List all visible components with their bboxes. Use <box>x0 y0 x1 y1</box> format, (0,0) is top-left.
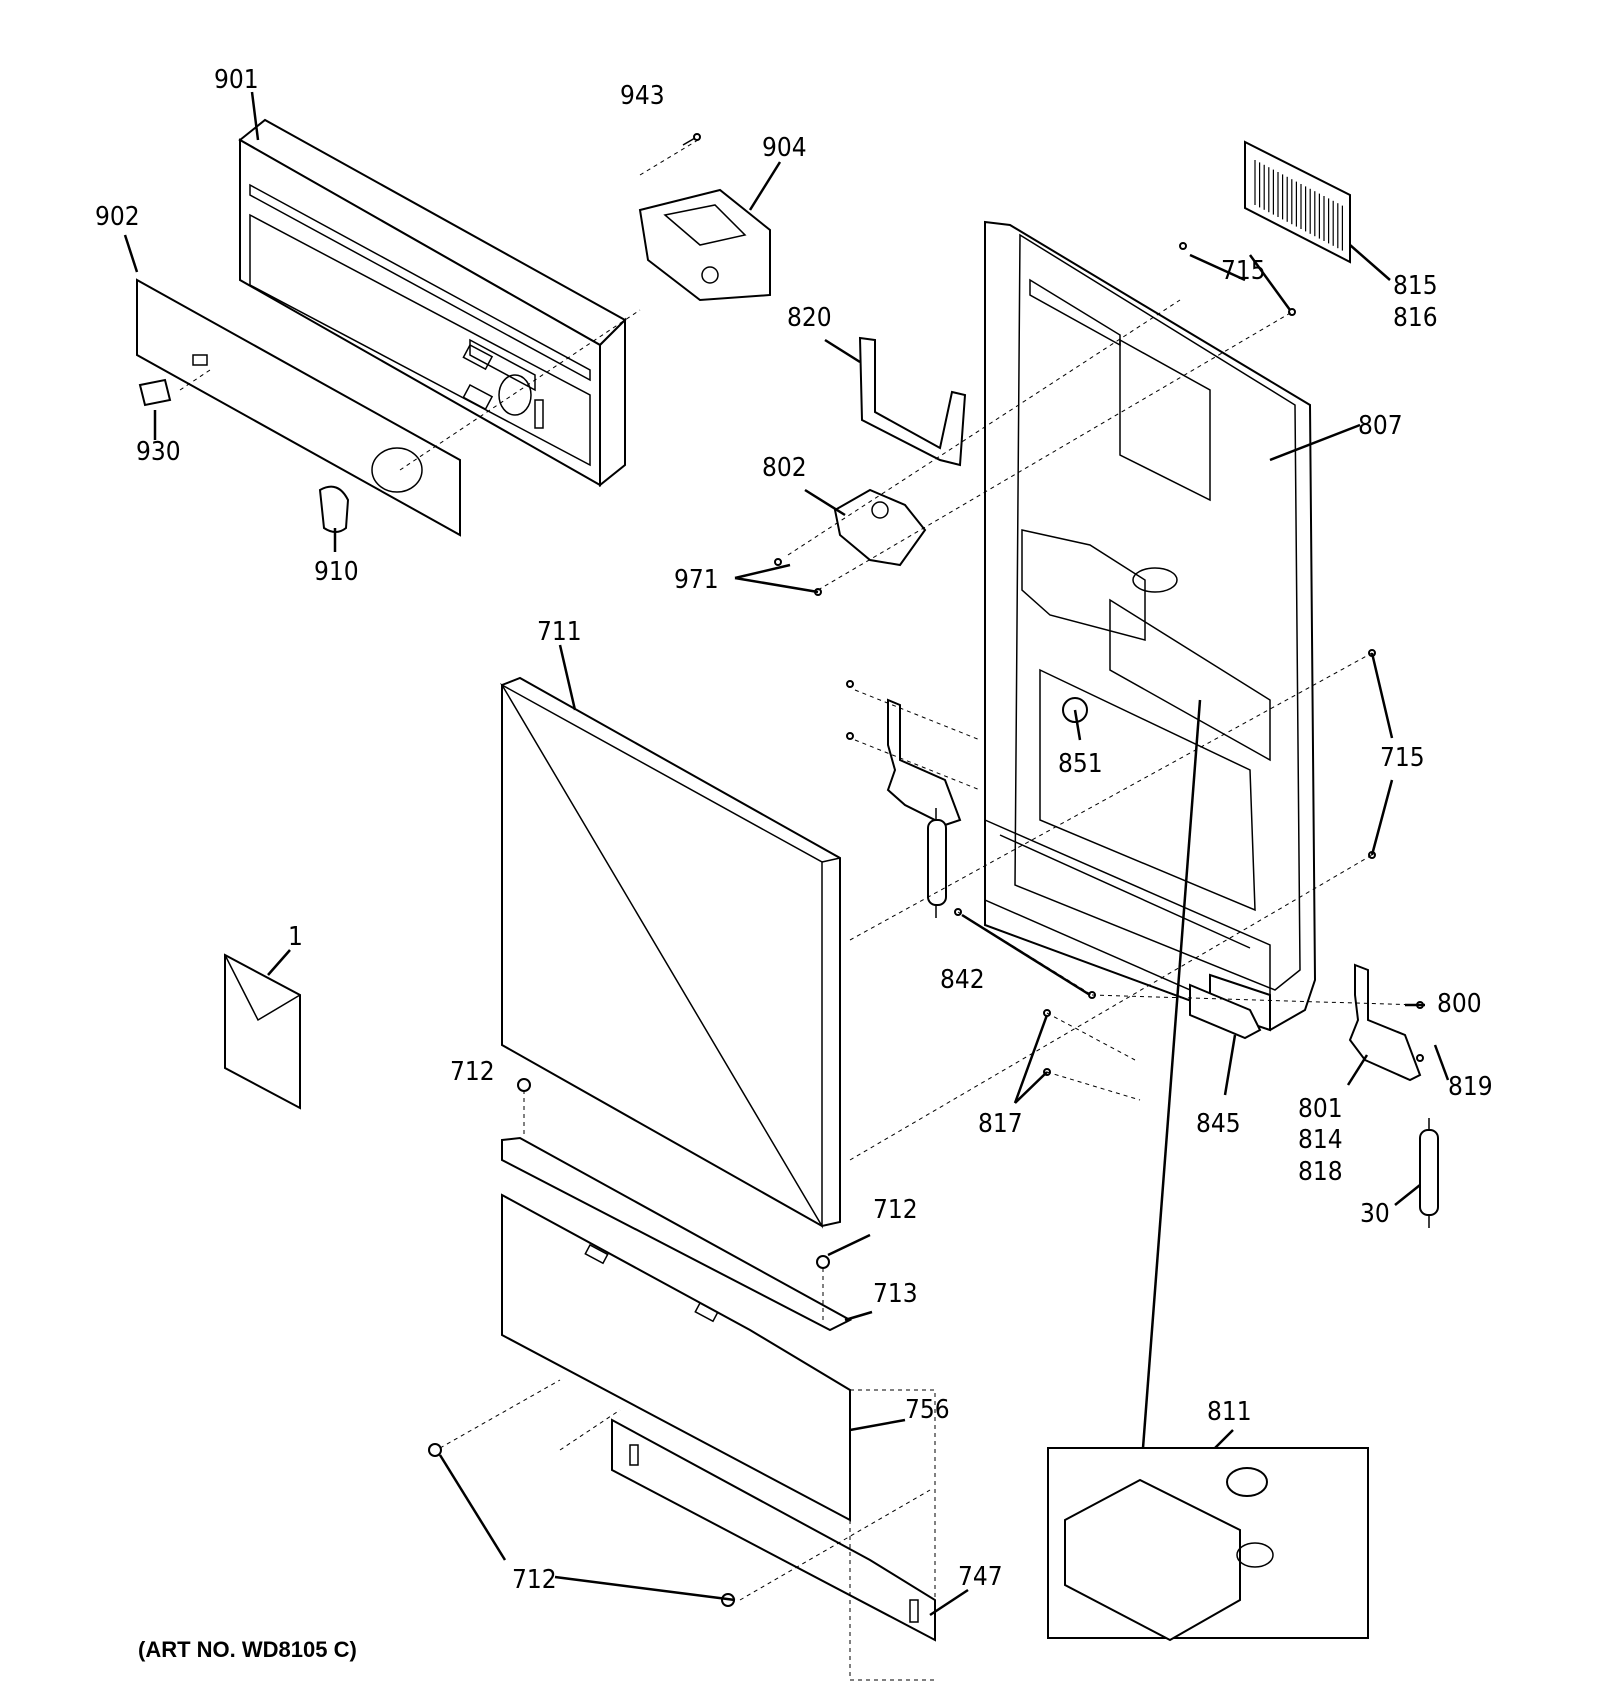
label-811: 811 <box>1207 1397 1252 1427</box>
screws <box>428 242 1424 1607</box>
timer-904 <box>638 188 771 302</box>
overlay-panel-902 <box>136 278 461 537</box>
hinge-left <box>886 698 962 827</box>
door-panel-711 <box>499 676 841 1229</box>
label-807: 807 <box>1358 411 1403 441</box>
knob-910 <box>318 485 350 533</box>
vent-grille-815 <box>1244 140 1351 264</box>
label-712-bottom: 712 <box>512 1565 557 1595</box>
label-901: 901 <box>214 65 259 95</box>
detail-box-811 <box>1047 1447 1369 1642</box>
inner-door-807 <box>984 220 1317 1032</box>
label-1: 1 <box>288 922 303 952</box>
label-712-mid: 712 <box>873 1195 918 1225</box>
label-814: 814 <box>1298 1125 1343 1155</box>
gasket-820 <box>858 336 967 467</box>
label-816: 816 <box>1393 303 1438 333</box>
label-715-right: 715 <box>1380 743 1425 773</box>
button-930 <box>138 378 172 407</box>
label-820: 820 <box>787 303 832 333</box>
kickplate-756 <box>501 1193 851 1522</box>
label-930: 930 <box>136 437 181 467</box>
label-815: 815 <box>1393 271 1438 301</box>
label-910: 910 <box>314 557 359 587</box>
label-902: 902 <box>95 202 140 232</box>
label-713: 713 <box>873 1279 918 1309</box>
label-904: 904 <box>762 133 807 163</box>
label-851: 851 <box>1058 749 1103 779</box>
alignment-lines <box>179 139 1421 1681</box>
label-819: 819 <box>1448 1072 1493 1102</box>
label-800: 800 <box>1437 989 1482 1019</box>
label-711: 711 <box>537 617 582 647</box>
label-817: 817 <box>978 1109 1023 1139</box>
label-818: 818 <box>1298 1157 1343 1187</box>
envelope-1 <box>224 953 301 1110</box>
spring-left <box>927 808 947 918</box>
hinge-801 <box>1348 963 1422 1082</box>
toe-plate-747 <box>611 1418 936 1642</box>
label-30: 30 <box>1360 1199 1390 1229</box>
label-802: 802 <box>762 453 807 483</box>
label-971: 971 <box>674 565 719 595</box>
label-845: 845 <box>1196 1109 1241 1139</box>
art-number: (ART NO. WD8105 C) <box>138 1637 357 1662</box>
label-747: 747 <box>958 1562 1003 1592</box>
leader-lines <box>123 91 1450 1617</box>
spring-30 <box>1419 1118 1439 1228</box>
bracket-713 <box>501 1136 853 1332</box>
label-712-top: 712 <box>450 1057 495 1087</box>
control-panel-901 <box>238 118 627 488</box>
latch-802 <box>833 488 927 567</box>
part-labels: 901 902 930 910 943 904 820 802 971 715 … <box>95 65 1493 1662</box>
label-715-top: 715 <box>1221 256 1266 286</box>
label-756: 756 <box>905 1395 950 1425</box>
label-801: 801 <box>1298 1094 1343 1124</box>
label-943: 943 <box>620 81 665 111</box>
label-842: 842 <box>940 965 985 995</box>
